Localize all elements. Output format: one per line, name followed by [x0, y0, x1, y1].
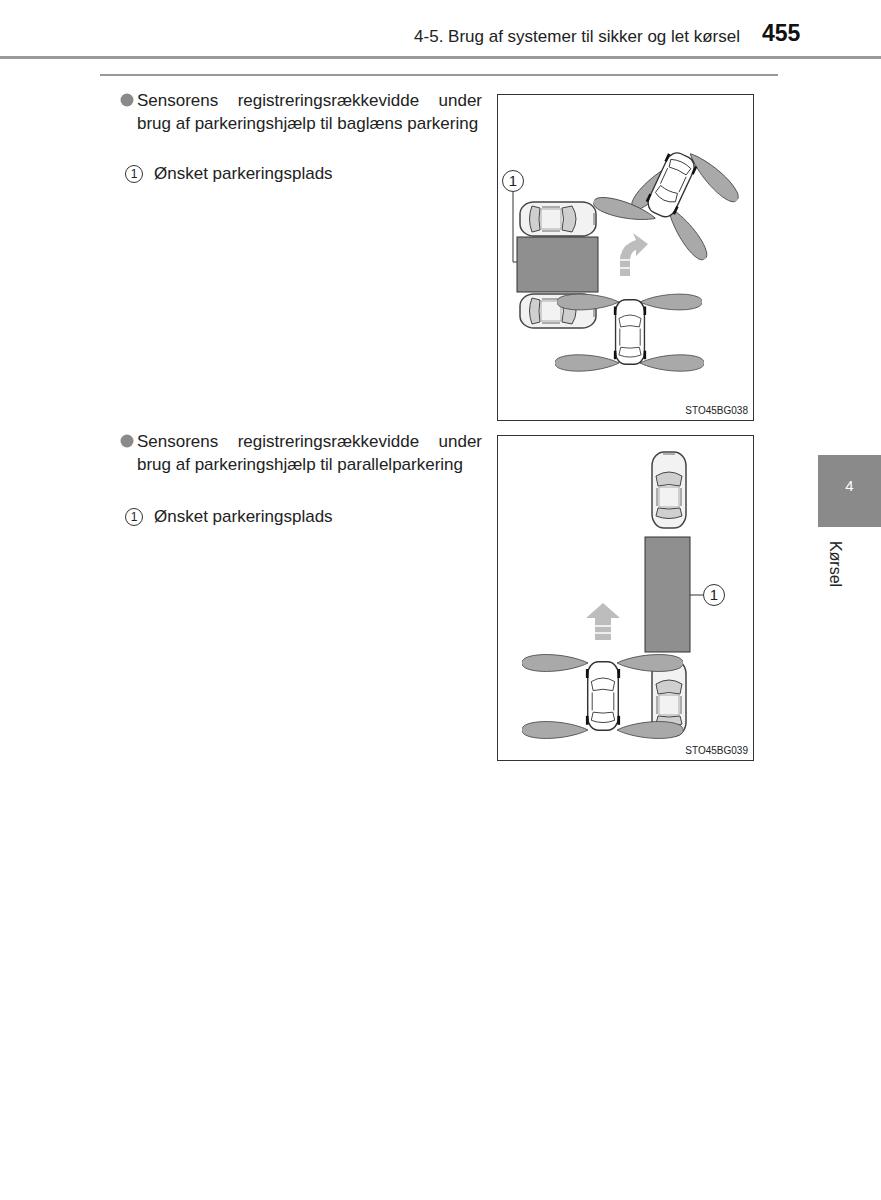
chapter-title: Kørsel [826, 529, 844, 599]
callout-text: Ønsket parkeringsplads [154, 162, 454, 185]
callout-number: 1 [125, 508, 143, 526]
section-header: 4-5. Brug af systemer til sikker og let … [340, 27, 740, 47]
chapter-number: 4 [818, 455, 881, 494]
bullet-text: Sensorens registreringsrækkevidde under … [137, 430, 482, 476]
callout-number: 1 [703, 584, 725, 606]
callout-text: Ønsket parkeringsplads [154, 505, 454, 528]
chapter-tab: 4 [818, 455, 881, 527]
callout-number: 1 [502, 170, 524, 192]
page-number: 455 [762, 20, 822, 47]
figure-code: STO45BG038 [640, 405, 748, 416]
bullet-text: Sensorens registreringsrækkevidde under … [137, 89, 482, 135]
figure-code: STO45BG039 [640, 745, 748, 756]
callout-number: 1 [125, 165, 143, 183]
